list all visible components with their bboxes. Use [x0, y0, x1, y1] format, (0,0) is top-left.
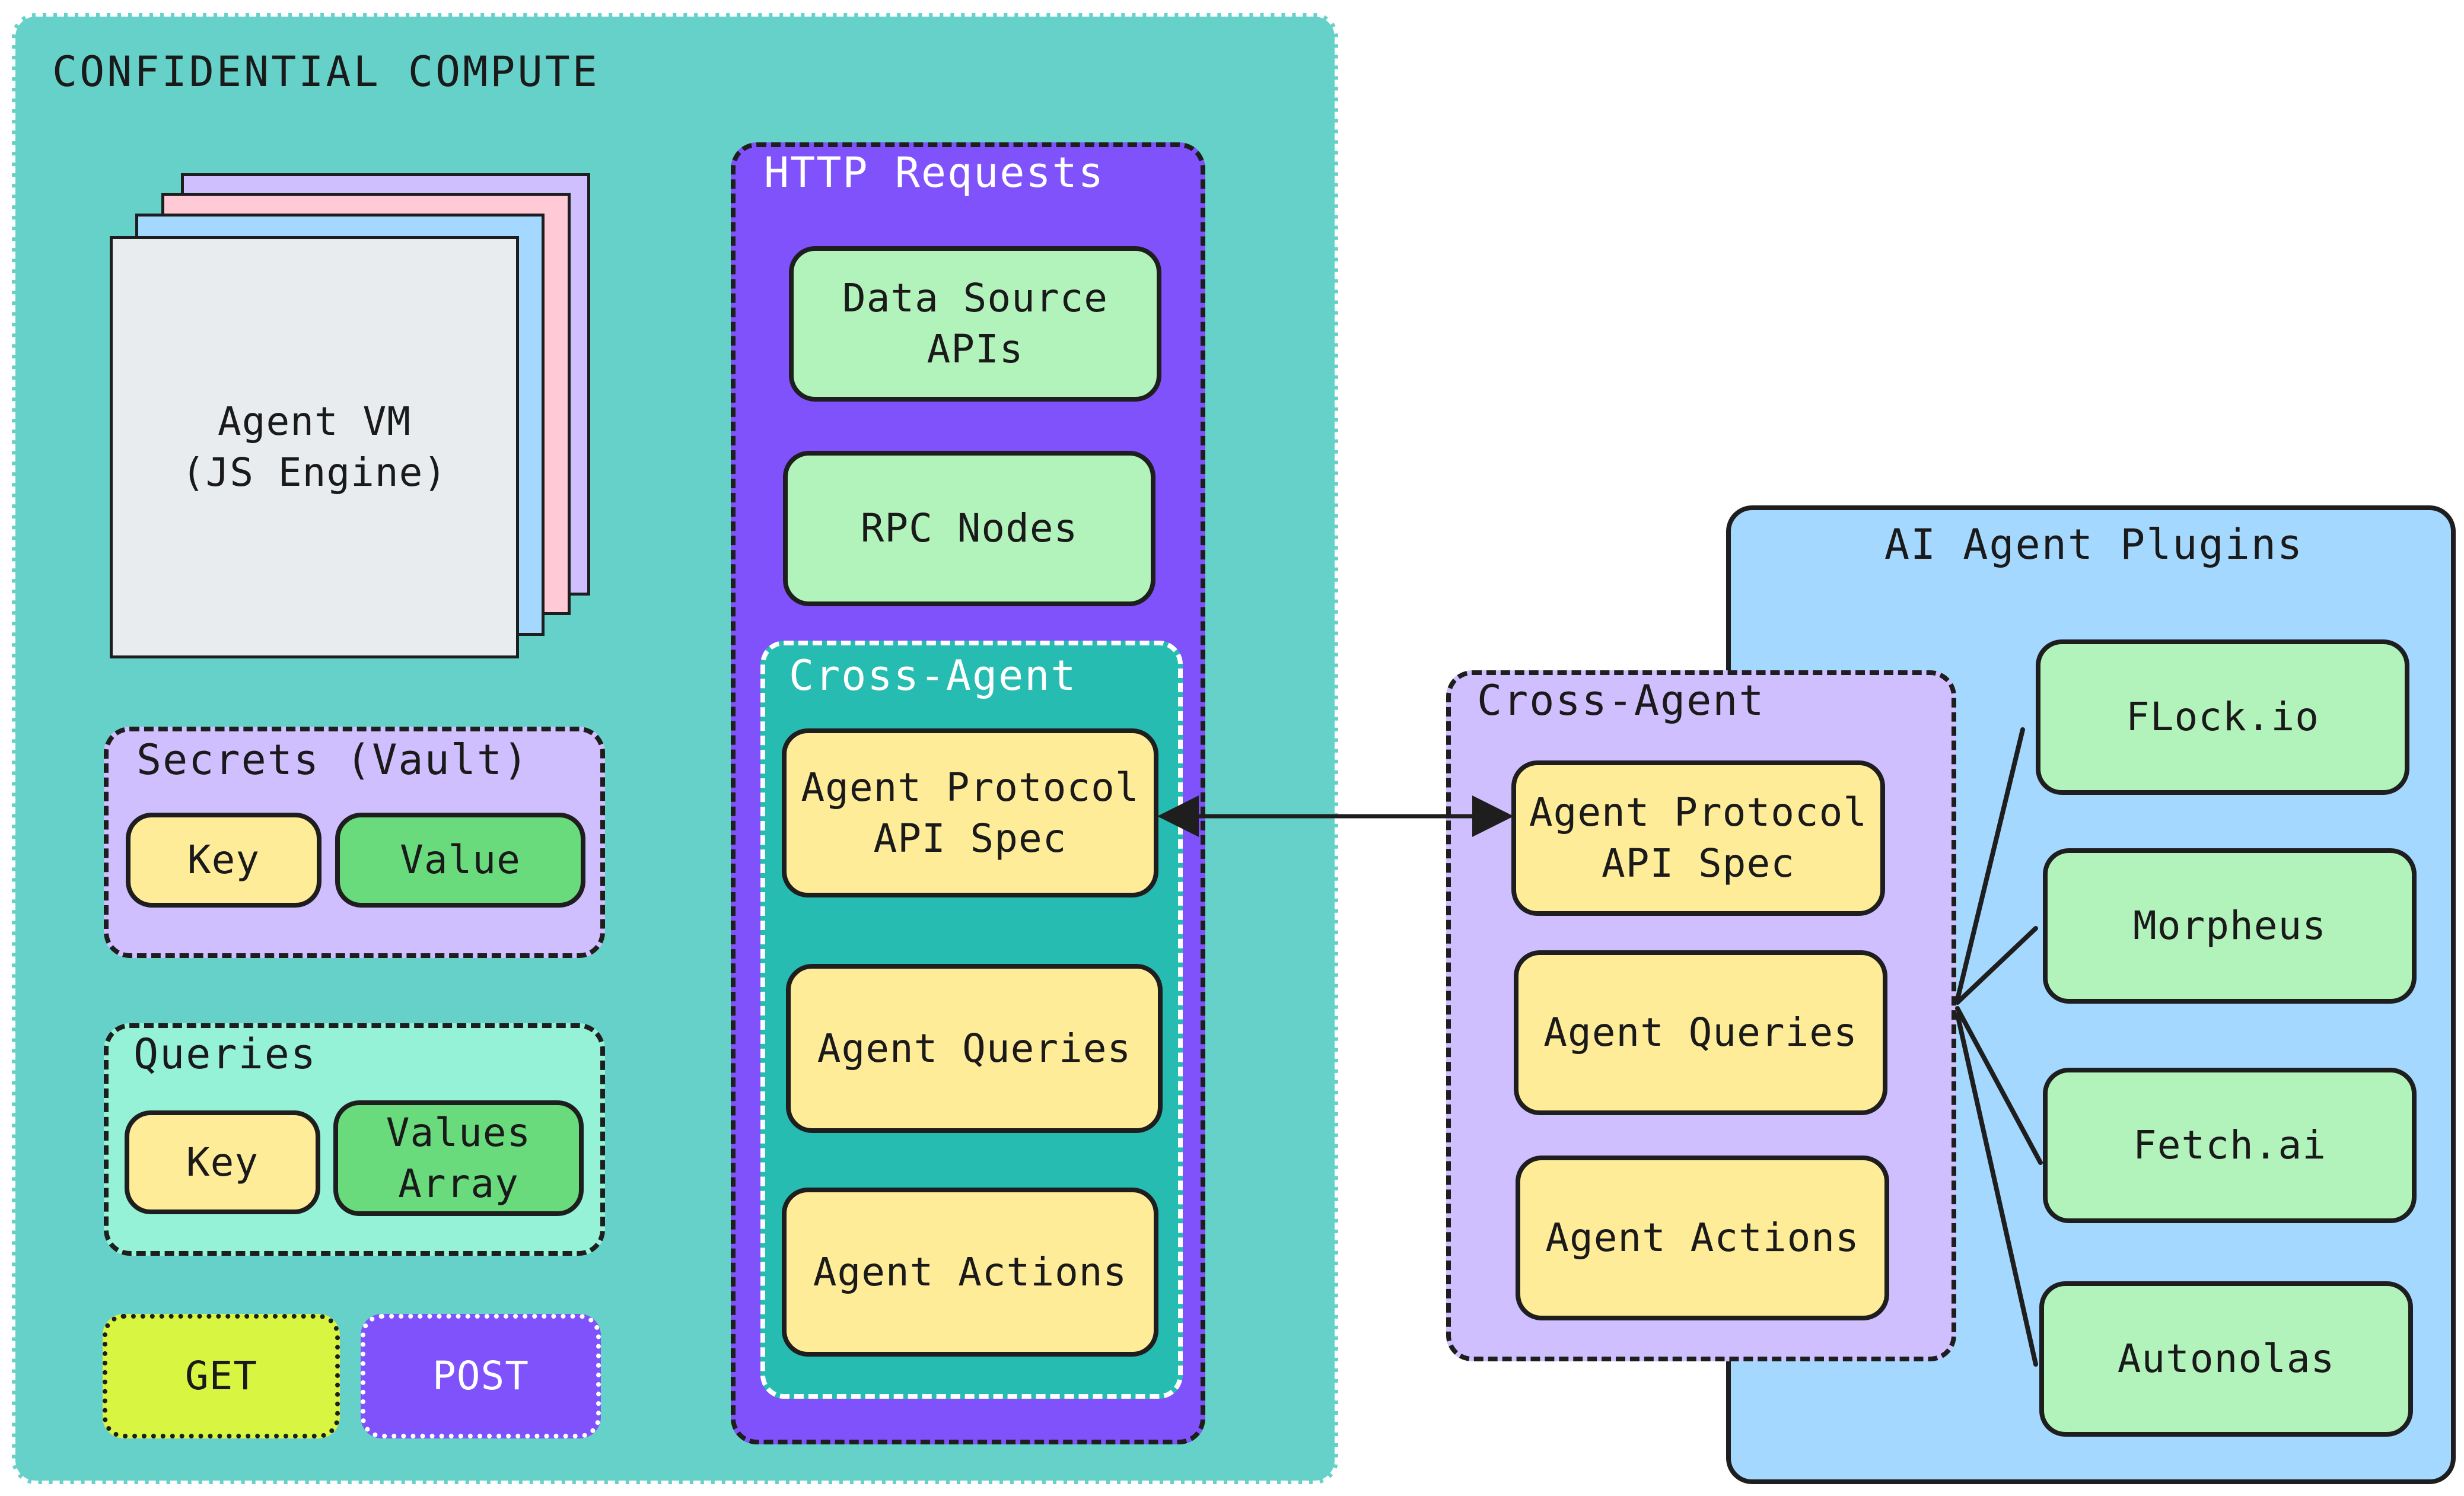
- inner-protocol-line1: Agent Protocol: [801, 764, 1139, 810]
- plugin-flock-box: FLock.io: [2036, 639, 2409, 795]
- inner-agent-protocol-box: Agent Protocol API Spec: [782, 728, 1158, 897]
- agent-vm-card: Agent VM (JS Engine): [110, 236, 519, 658]
- inner-agent-queries-box: Agent Queries: [786, 964, 1163, 1133]
- data-source-line2: APIs: [927, 326, 1024, 372]
- secrets-vault-title: Secrets (Vault): [136, 736, 530, 784]
- values-line2: Array: [398, 1160, 519, 1207]
- rpc-nodes-box: RPC Nodes: [783, 451, 1155, 606]
- queries-values-array-box: Values Array: [333, 1100, 584, 1216]
- http-requests-title: HTTP Requests: [764, 148, 1104, 197]
- inner-cross-agent-title: Cross-Agent: [789, 651, 1077, 700]
- secrets-value-box: Value: [335, 813, 585, 908]
- values-line1: Values: [386, 1109, 531, 1156]
- inner-protocol-line2: API Spec: [873, 815, 1067, 861]
- post-method-box: POST: [361, 1314, 601, 1438]
- confidential-compute-title: CONFIDENTIAL COMPUTE: [52, 47, 600, 96]
- data-source-apis-box: Data Source APIs: [789, 246, 1161, 402]
- outer-agent-protocol-box: Agent Protocol API Spec: [1511, 760, 1885, 916]
- get-method-box: GET: [103, 1314, 340, 1438]
- secrets-key-box: Key: [126, 813, 321, 908]
- plugin-fetch-ai-box: Fetch.ai: [2043, 1068, 2417, 1223]
- ai-agent-plugins-title: AI Agent Plugins: [1884, 520, 2304, 569]
- plugin-morpheus-box: Morpheus: [2043, 848, 2417, 1004]
- queries-title: Queries: [133, 1030, 317, 1078]
- outer-protocol-line1: Agent Protocol: [1529, 790, 1868, 836]
- outer-agent-queries-box: Agent Queries: [1514, 950, 1887, 1115]
- inner-agent-actions-box: Agent Actions: [782, 1188, 1158, 1357]
- outer-protocol-line2: API Spec: [1602, 841, 1795, 886]
- agent-vm-sublabel: (JS Engine): [181, 450, 448, 495]
- plugin-fanout-lines: [1955, 727, 2043, 1367]
- data-source-line1: Data Source: [842, 275, 1109, 322]
- plugin-autonolas-box: Autonolas: [2039, 1281, 2413, 1437]
- outer-cross-agent-title: Cross-Agent: [1477, 676, 1765, 725]
- agent-vm-label: Agent VM: [218, 399, 411, 445]
- outer-agent-actions-box: Agent Actions: [1516, 1156, 1889, 1320]
- queries-key-box: Key: [125, 1110, 320, 1214]
